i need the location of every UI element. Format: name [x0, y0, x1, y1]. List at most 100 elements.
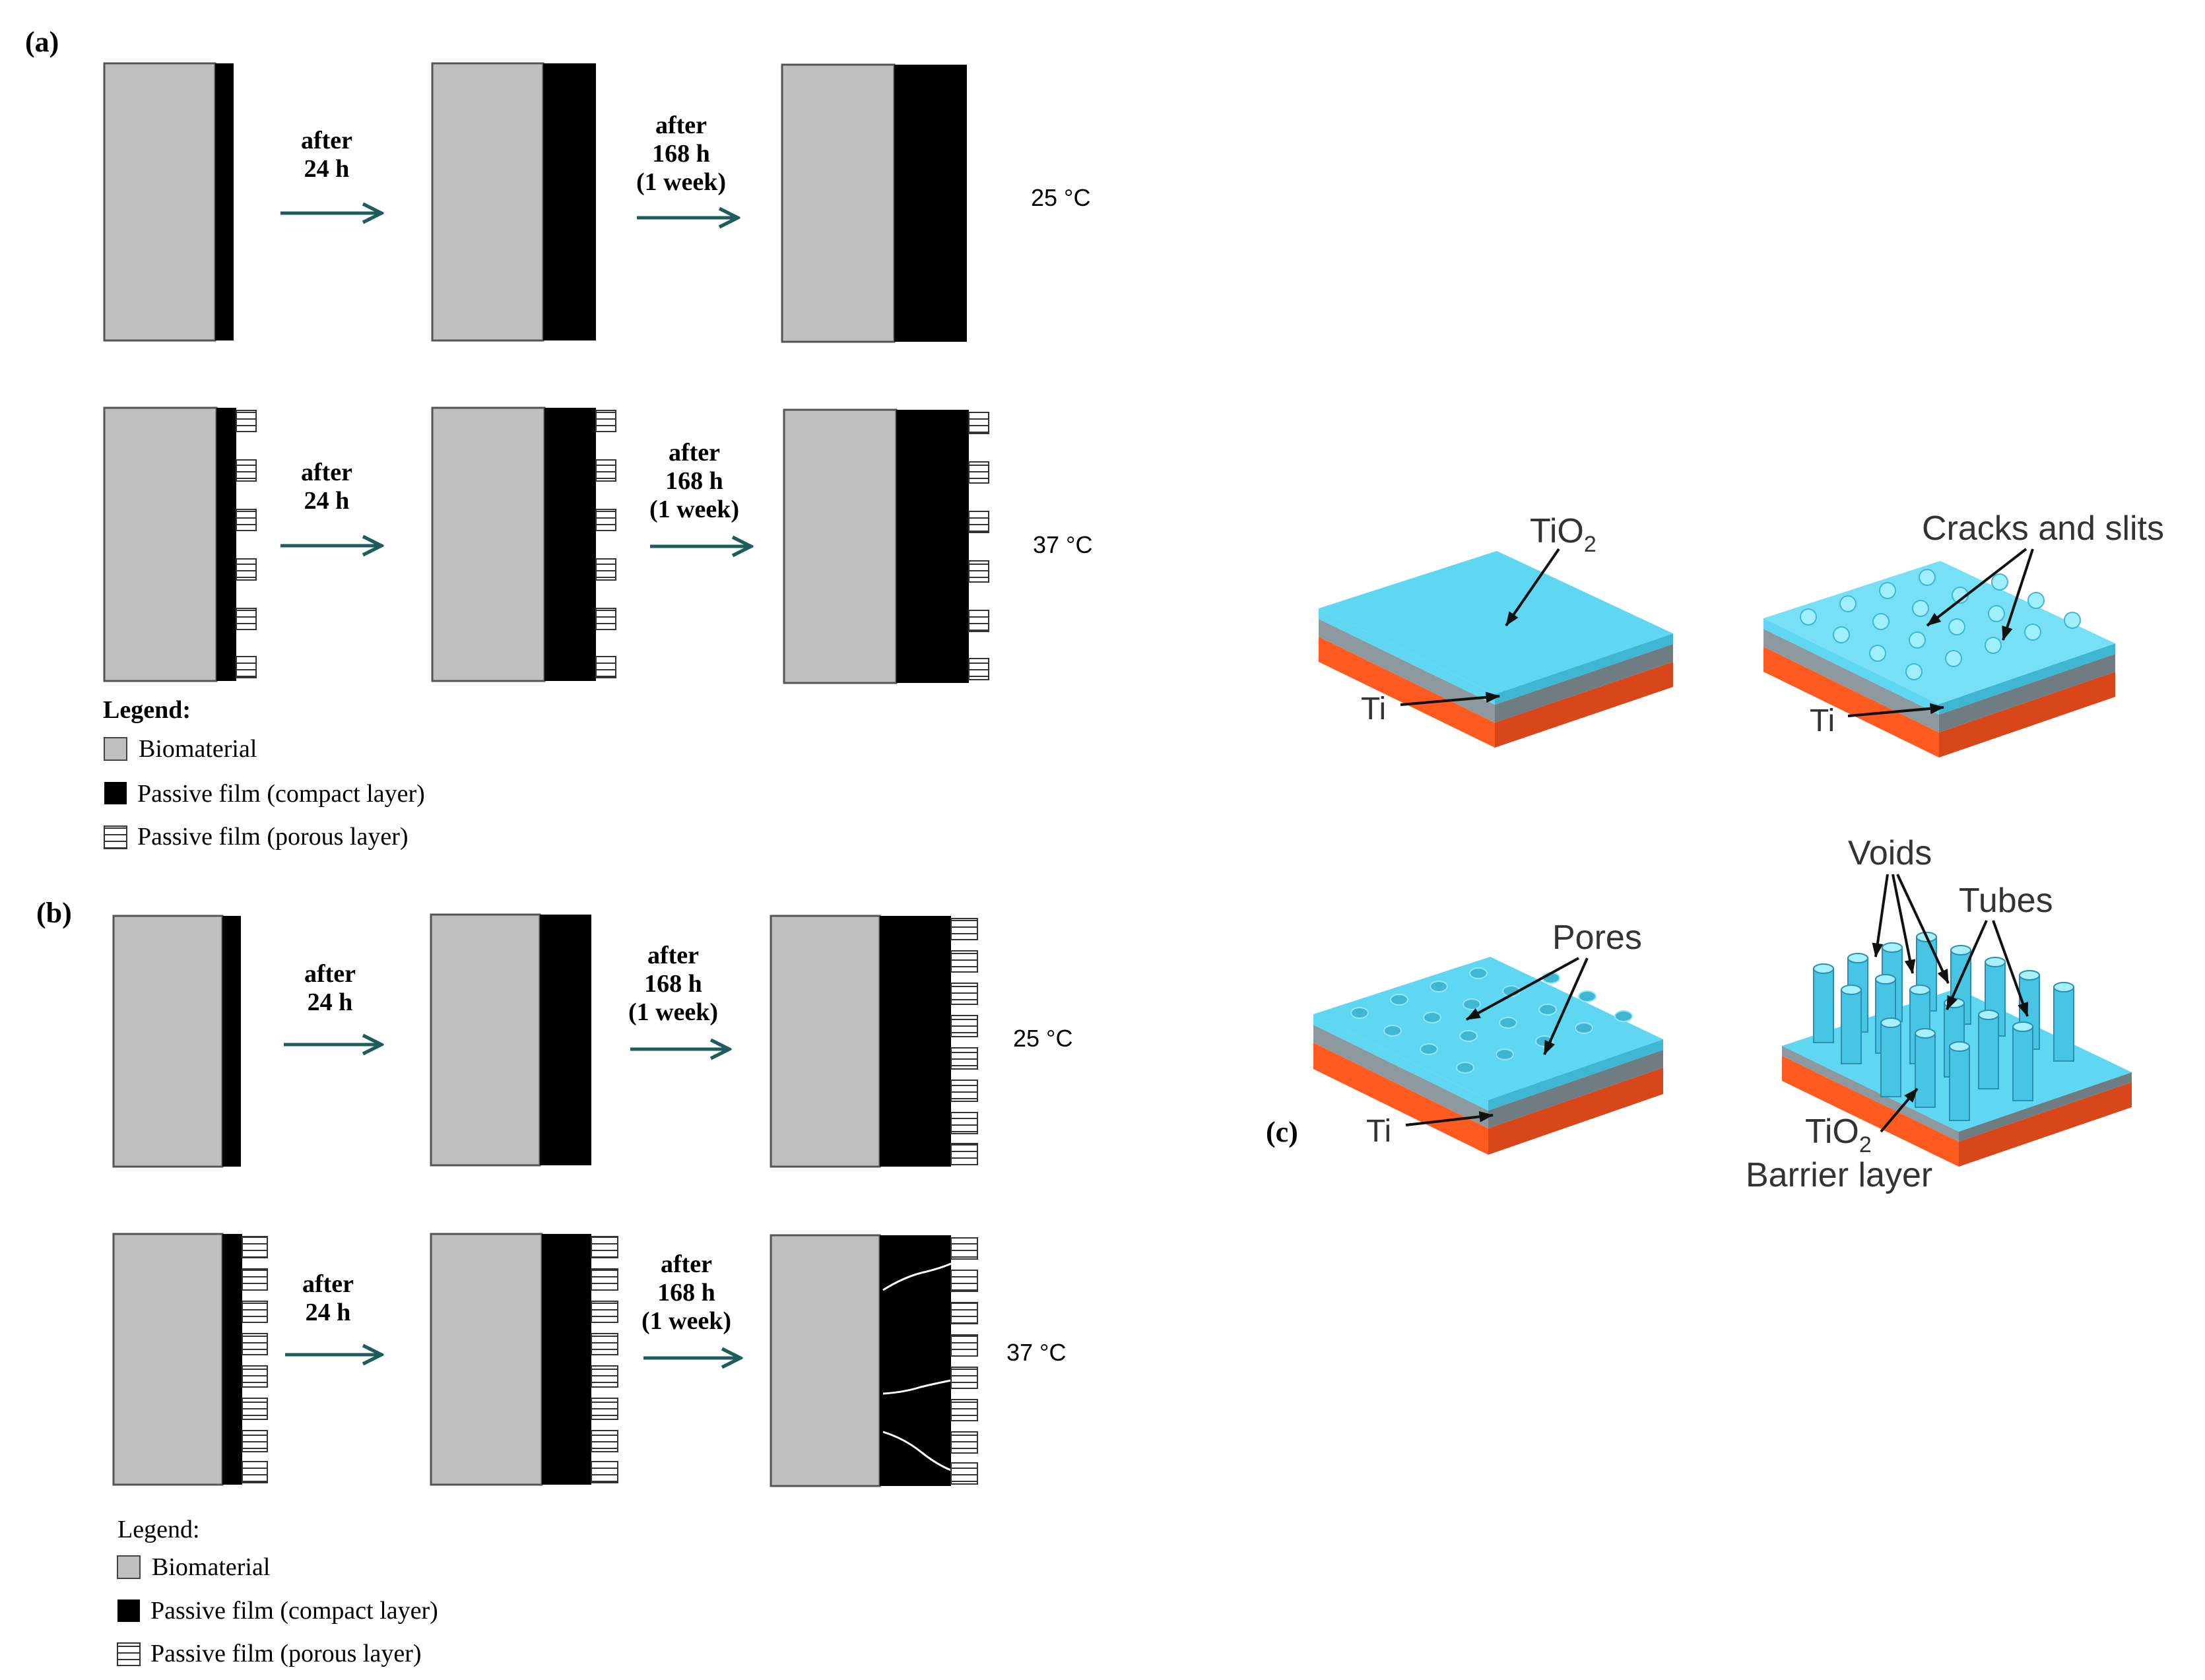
- step2-line2: 168 h: [652, 140, 710, 168]
- biomaterial-block: [112, 915, 224, 1168]
- step2-line3: (1 week): [628, 998, 718, 1026]
- legend-title: Legend:: [117, 1516, 200, 1543]
- arrow-icon: [1946, 920, 1988, 1011]
- compact-layer: [896, 410, 969, 683]
- biomaterial-block: [783, 408, 898, 684]
- arrow-icon: [1505, 548, 1560, 627]
- ti-label: Ti: [1366, 1114, 1391, 1149]
- biomaterial-block: [770, 915, 881, 1168]
- ti-label: Ti: [1810, 703, 1835, 738]
- compact-layer: [222, 916, 241, 1167]
- panel-b: (b) after 24 h after 168 h (1 week) 25 °…: [36, 897, 1072, 1667]
- porous-layer: [591, 1236, 618, 1483]
- compact-tio2-block: TiO2 Ti: [1319, 512, 1673, 748]
- crack-lines: [882, 1262, 952, 1471]
- legend-item-porous: Passive film (porous layer): [137, 823, 409, 851]
- biomaterial-block: [112, 1233, 224, 1486]
- porous-layer: [595, 410, 616, 678]
- step2-line2: 168 h: [665, 467, 723, 495]
- panel-a: (a) after 24 h after 168 h (1 week) 25 °…: [25, 26, 1092, 851]
- arrow-icon: [1405, 1111, 1494, 1126]
- step1-line2: 24 h: [304, 487, 350, 515]
- ti-label: Ti: [1361, 692, 1386, 727]
- step1-line2: 24 h: [304, 155, 350, 183]
- panel-b-label: (b): [36, 897, 72, 929]
- legend-item-compact: Passive film (compact layer): [150, 1597, 438, 1625]
- step2-line3: (1 week): [649, 496, 739, 523]
- legend-item-porous: Passive film (porous layer): [150, 1640, 422, 1667]
- porous-layer: [236, 410, 257, 678]
- panel-b-legend: Legend: Biomaterial Passive film (compac…: [117, 1516, 438, 1667]
- panel-c-label: (c): [1266, 1116, 1298, 1148]
- panel-c: (c) TiO2 Ti: [1266, 509, 2164, 1194]
- biomaterial-block: [103, 62, 216, 342]
- compact-layer: [894, 65, 967, 342]
- step2-line2: 168 h: [644, 970, 702, 998]
- biomaterial-block: [431, 406, 546, 682]
- pores-label: Pores: [1552, 919, 1642, 957]
- temperature-label: 37 °C: [1033, 531, 1092, 558]
- arrow-icon: [1847, 703, 1945, 717]
- tio2-label: TiO2: [1805, 1113, 1872, 1157]
- biomaterial-block: [431, 62, 544, 342]
- cracks-label: Cracks and slits: [1922, 509, 2164, 548]
- step2-line2: 168 h: [657, 1279, 715, 1307]
- step1-line1: after: [301, 127, 352, 154]
- biomaterial-block: [770, 1234, 881, 1487]
- arrow-icon: [1896, 874, 1950, 985]
- step1-line2: 24 h: [308, 988, 353, 1016]
- cracked-tio2-block: Cracks and slits Ti: [1763, 509, 2164, 758]
- nanotubes: [1813, 932, 2074, 1121]
- compact-layer: [216, 408, 236, 681]
- panel-a-row-25c: after 24 h after 168 h (1 week) 25 °C: [103, 62, 1090, 343]
- porous-tio2-block: Pores Ti: [1313, 919, 1663, 1155]
- step1-line1: after: [301, 459, 352, 486]
- temperature-label: 25 °C: [1013, 1025, 1072, 1052]
- legend-item-compact: Passive film (compact layer): [137, 780, 425, 808]
- biomaterial-block: [430, 913, 541, 1167]
- legend-item-biomaterial: Biomaterial: [139, 735, 257, 763]
- porous-layer: [242, 1236, 268, 1483]
- panel-a-row-37c: after 24 h after 168 h (1 week) 37 °C: [103, 406, 1092, 684]
- compact-layer: [544, 408, 596, 681]
- tubes-label: Tubes: [1959, 882, 2053, 920]
- panel-a-label: (a): [25, 26, 59, 58]
- biomaterial-block: [103, 406, 218, 682]
- voids-label: Voids: [1848, 834, 1932, 872]
- arrow-icon: [1892, 874, 1916, 975]
- arrow-icon: [1543, 957, 1589, 1056]
- step2-line1: after: [669, 439, 720, 467]
- legend-swatch-porous: [117, 1642, 141, 1666]
- arrow-icon: [1872, 874, 1889, 958]
- compact-layer: [543, 63, 596, 340]
- arrow-icon: [1465, 957, 1579, 1021]
- step2-line3: (1 week): [642, 1307, 731, 1335]
- porous-layer: [968, 412, 989, 680]
- compact-layer: [542, 1234, 591, 1485]
- arrow-icon: [2002, 548, 2034, 641]
- step2-line3: (1 week): [636, 168, 726, 196]
- arrow-icon: [1926, 548, 2027, 627]
- legend-title: Legend:: [103, 696, 191, 724]
- compact-layer: [540, 915, 591, 1165]
- arrow-icon: [1880, 1087, 1919, 1133]
- step2-line1: after: [655, 112, 707, 139]
- nanotube-block: Voids Tubes TiO2 Barrier layer: [1746, 834, 2132, 1194]
- step1-line1: after: [304, 960, 356, 988]
- step2-line1: after: [647, 942, 699, 969]
- compact-layer: [222, 1234, 242, 1485]
- legend-swatch-compact: [117, 1599, 140, 1622]
- tio2-label: TiO2: [1530, 512, 1596, 557]
- legend-swatch-biomaterial: [117, 1555, 141, 1579]
- compact-layer: [215, 63, 234, 340]
- porous-layer: [950, 1237, 978, 1485]
- legend-swatch-biomaterial: [104, 737, 127, 761]
- compact-layer: [880, 916, 951, 1167]
- temperature-label: 37 °C: [1006, 1339, 1066, 1366]
- step2-line1: after: [661, 1250, 712, 1278]
- biomaterial-block: [430, 1233, 543, 1486]
- panel-b-row-37c: after 24 h after 168 h (1 week): [112, 1233, 1066, 1487]
- barrier-label: Barrier layer: [1746, 1156, 1932, 1194]
- legend-item-biomaterial: Biomaterial: [152, 1553, 270, 1581]
